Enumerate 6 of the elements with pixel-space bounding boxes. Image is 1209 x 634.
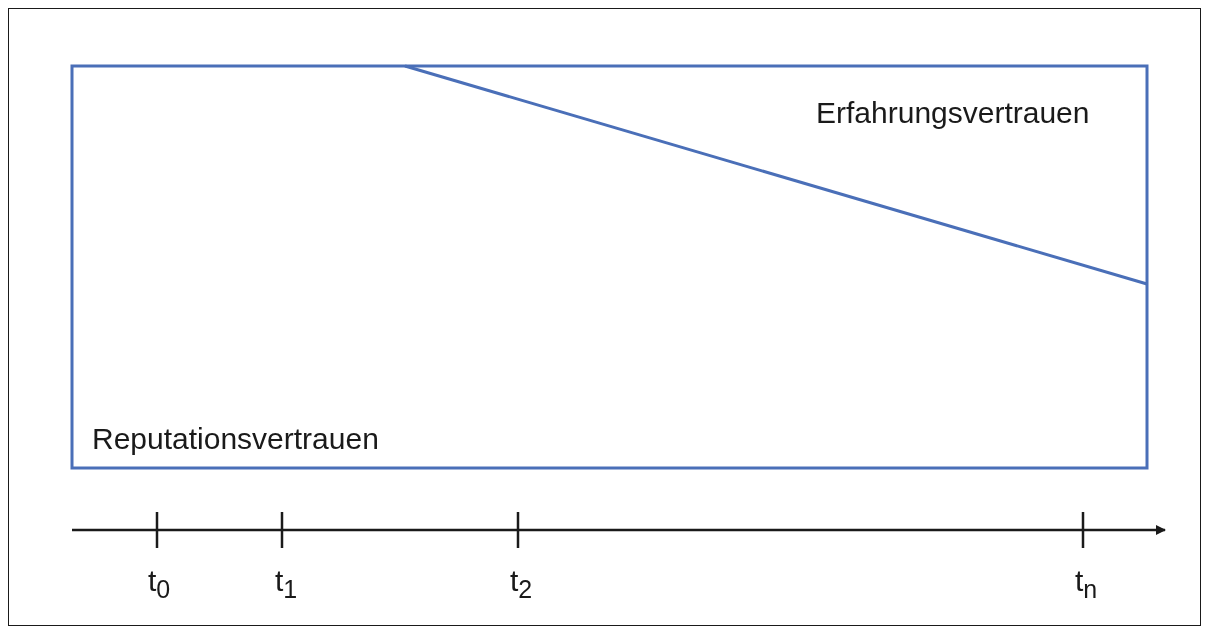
tick-label: t$_{0}$ — [148, 566, 171, 602]
tick-label: t$_{n}$ — [1075, 566, 1098, 602]
region-label: Reputationsvertrauen — [92, 424, 379, 454]
tick-label: t$_{2}$ — [510, 566, 533, 602]
tick-label: t$_{1}$ — [275, 566, 298, 602]
region-label: Erfahrungsvertrauen — [816, 98, 1090, 128]
